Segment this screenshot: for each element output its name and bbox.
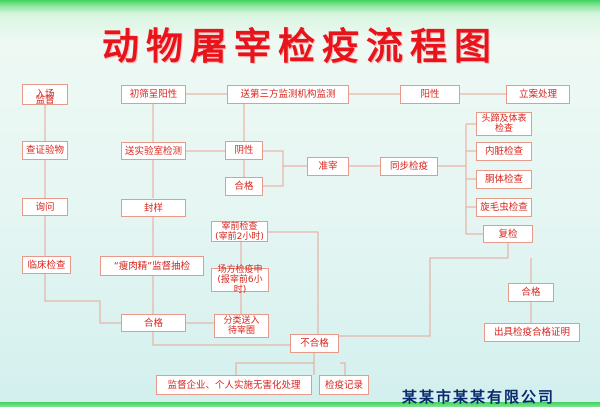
node-initial-screen-positive-label: 初筛呈阳性	[129, 89, 178, 100]
node-trichina-check-label: 旋毛虫检查	[480, 202, 528, 213]
node-qualified-middle: 合格	[225, 177, 263, 196]
company-footer: 某某市某某有限公司	[402, 388, 556, 406]
node-unqualified: 不合格	[290, 334, 339, 353]
node-arrival-supervision: 入场 监督	[22, 84, 68, 106]
node-head-hoof-line1: 头蹄及体表	[481, 114, 527, 124]
node-classify-to-pen: 分类送入 待宰圈	[214, 314, 269, 338]
node-case-handling: 立案处理	[506, 85, 570, 104]
node-clinical-check: 临床检查	[22, 256, 71, 274]
node-recheck-label: 复检	[498, 228, 518, 240]
node-arrival-line1: 入场	[35, 89, 55, 100]
node-head-hoof-line2: 检查	[494, 124, 513, 134]
node-approve-slaughter: 准宰	[307, 157, 349, 176]
node-pre-slaughter-line2: (宰前2小时)	[215, 231, 264, 242]
node-viscera-check-label: 内脏检查	[484, 146, 523, 157]
node-pre-slaughter-check: 宰前检查 (宰前2小时)	[211, 221, 268, 242]
node-site-declaration-line1: 场方检疫申	[217, 265, 263, 275]
node-initial-screen-positive: 初筛呈阳性	[121, 85, 186, 104]
node-carcass-check: 胴体检查	[476, 170, 532, 189]
node-negative-label: 阴性	[234, 145, 254, 156]
node-issue-certificate: 出具检疫合格证明	[484, 323, 580, 342]
node-qualified-bottom: 合格	[121, 314, 186, 332]
node-document-check: 查证验物	[22, 141, 68, 160]
node-sync-inspection: 同步检疫	[380, 157, 438, 176]
node-qualified-middle-label: 合格	[234, 181, 254, 192]
node-site-declaration-line2: (报宰前6小时)	[217, 275, 263, 295]
node-pre-slaughter-line1: 宰前检查	[221, 221, 258, 232]
node-harmless-treatment: 监督企业、个人实施无害化处理	[156, 375, 312, 395]
node-clinical-check-label: 临床检查	[27, 259, 66, 271]
node-qualified-bottom-label: 合格	[143, 317, 163, 329]
page-title: 动物屠宰检疫流程图	[102, 25, 498, 68]
node-third-party-lab-label: 送第三方监测机构监测	[240, 89, 336, 100]
node-recheck: 复检	[483, 225, 533, 243]
node-document-check-label: 查证验物	[25, 145, 64, 156]
node-viscera-check: 内脏检查	[476, 142, 532, 161]
node-arrival-line2: 监督	[35, 95, 55, 106]
node-unqualified-label: 不合格	[300, 338, 329, 349]
node-qualified-right: 合格	[508, 283, 554, 302]
node-approve-slaughter-label: 准宰	[318, 161, 338, 172]
node-carcass-check-label: 胴体检查	[484, 174, 523, 185]
node-head-hoof-check: 头蹄及体表 检查	[476, 112, 532, 136]
node-lab-test-label: 送实验室检测	[124, 145, 182, 157]
node-lab-test: 送实验室检测	[121, 142, 186, 160]
node-inspection-records: 检疫记录	[319, 375, 369, 395]
node-classify-line2: 待宰圈	[227, 326, 255, 336]
node-qualified-right-label: 合格	[521, 287, 541, 298]
node-sealed-sample: 封样	[121, 199, 186, 217]
node-inspection-records-label: 检疫记录	[324, 379, 363, 391]
node-inquiry: 询问	[22, 198, 68, 216]
node-negative: 阴性	[225, 141, 263, 160]
node-classify-line1: 分类送入	[223, 316, 260, 326]
node-trichina-check: 旋毛虫检查	[476, 198, 532, 217]
node-inquiry-label: 询问	[35, 201, 55, 213]
node-positive: 阳性	[400, 85, 460, 104]
node-sync-inspection-label: 同步检疫	[389, 161, 428, 172]
node-site-declaration: 场方检疫申 (报宰前6小时)	[211, 265, 269, 295]
node-clenbuterol-label: “瘦肉精”监督抽检	[113, 260, 191, 272]
node-third-party-lab: 送第三方监测机构监测	[227, 85, 349, 104]
node-issue-certificate-label: 出具检疫合格证明	[493, 327, 570, 338]
node-clenbuterol-spot-check: “瘦肉精”监督抽检	[100, 256, 204, 276]
node-sealed-sample-label: 封样	[143, 202, 163, 214]
node-case-handling-label: 立案处理	[518, 89, 557, 100]
node-harmless-treatment-label: 监督企业、个人实施无害化处理	[167, 379, 301, 391]
node-positive-label: 阳性	[420, 89, 440, 100]
